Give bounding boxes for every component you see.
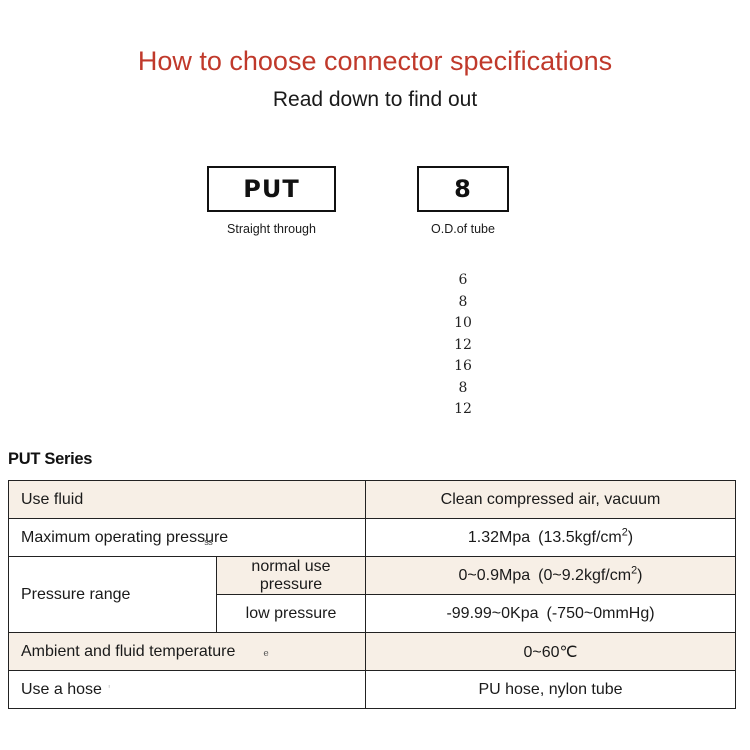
od-code-caption: O.D.of tube <box>431 222 495 236</box>
od-option-item: 8 <box>458 379 468 396</box>
series-code-value: PUT <box>243 175 300 203</box>
od-option-item: 10 <box>454 315 472 331</box>
od-option-item: 8 <box>458 293 468 310</box>
table-row: Use a hose ' PU hose, nylon tube <box>8 670 736 709</box>
page-header: How to choose connector specifications R… <box>0 44 750 115</box>
table-row: Use fluid Clean compressed air, vacuum <box>8 480 736 519</box>
page-title: How to choose connector specifications <box>137 46 613 76</box>
spec-value: -99.99~0Kpa (-750~0mmHg) <box>365 594 736 633</box>
spec-table-heading: PUT Series <box>8 450 93 468</box>
spec-label: Maximum operating pressuress <box>8 518 366 557</box>
od-code-value: 8 <box>454 175 472 203</box>
spec-value: PU hose, nylon tube <box>365 670 736 709</box>
series-code-box: PUT <box>207 166 336 212</box>
spec-value-text: 0~0.9Mpa (0~9.2kgf/cm2) <box>458 564 643 584</box>
od-option-item: 6 <box>458 272 468 288</box>
spec-label: Pressure range <box>8 556 217 633</box>
ocr-artifact-glyph: ss <box>204 536 213 547</box>
page-subtitle: Read down to find out <box>272 88 478 111</box>
table-row: Ambient and fluid temperature e 0~60℃ <box>8 632 736 671</box>
od-option-item: 12 <box>454 336 472 353</box>
spec-label-text: Ambient and fluid temperature <box>21 642 236 660</box>
spec-table: Use fluid Clean compressed air, vacuum M… <box>8 480 736 709</box>
spec-value-text: 1.32Mpa (13.5kgf/cm2) <box>467 526 634 546</box>
od-option-item: 16 <box>454 358 472 374</box>
spec-sub-label: low pressure <box>216 594 366 633</box>
spec-label: Use fluid <box>8 480 366 519</box>
table-row: Pressure range normal use pressure 0~0.9… <box>8 556 736 633</box>
table-row: Maximum operating pressuress 1.32Mpa (13… <box>8 518 736 557</box>
spec-label-text: Maximum operating pressure <box>21 528 229 546</box>
od-option-item: 12 <box>454 401 472 417</box>
od-option-list: 6 8 10 12 16 8 12 <box>417 270 509 421</box>
spec-value: 0~0.9Mpa (0~9.2kgf/cm2) <box>365 556 736 595</box>
od-code-box: 8 <box>417 166 509 212</box>
spec-label: Ambient and fluid temperature e <box>8 632 366 671</box>
spec-sub-label: normal use pressure <box>216 556 366 595</box>
spec-value: Clean compressed air, vacuum <box>365 480 736 519</box>
ocr-artifact-glyph: e <box>263 648 269 659</box>
ocr-artifact-glyph: ' <box>107 681 111 697</box>
table-row: low pressure -99.99~0Kpa (-750~0mmHg) <box>9 594 736 633</box>
spec-label: Use a hose ' <box>8 670 366 709</box>
series-code-caption: Straight through <box>227 222 316 236</box>
spec-label-text: Use a hose <box>21 680 102 698</box>
spec-value: 0~60℃ <box>365 632 736 671</box>
spec-value: 1.32Mpa (13.5kgf/cm2) <box>365 518 736 557</box>
